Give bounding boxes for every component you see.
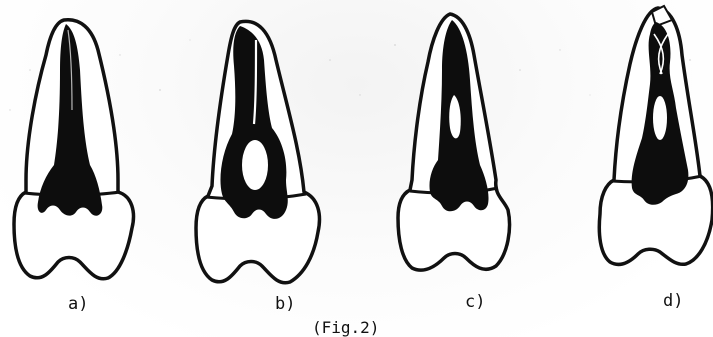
panel-label-b: b) bbox=[275, 294, 295, 314]
panel-label-d: d) bbox=[663, 291, 683, 311]
panel-label-c: c) bbox=[465, 292, 485, 312]
tooth-a bbox=[14, 20, 133, 279]
figure-caption: (Fig.2) bbox=[312, 318, 379, 337]
tooth-d-pulp-void bbox=[653, 96, 667, 140]
tooth-d bbox=[599, 6, 712, 264]
panel-label-a: a) bbox=[68, 294, 88, 314]
tooth-c bbox=[398, 14, 510, 270]
tooth-b-pulp-void bbox=[242, 140, 268, 190]
tooth-b bbox=[196, 21, 319, 282]
